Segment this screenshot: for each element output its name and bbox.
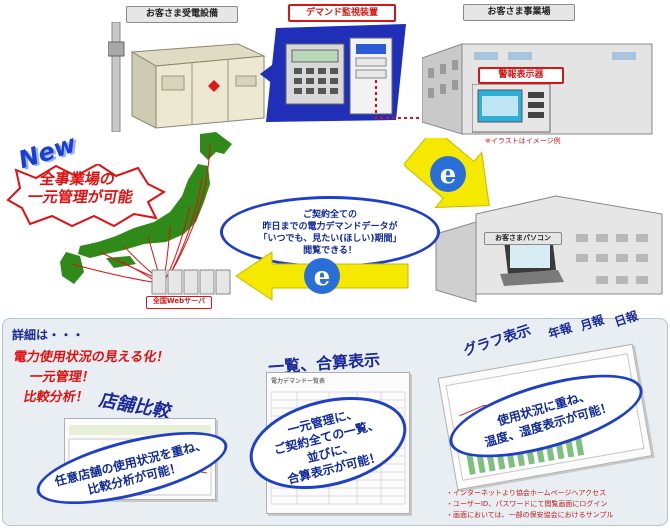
customer-pc-building xyxy=(435,195,663,303)
details-line2: 一元管理！ xyxy=(28,370,96,385)
illustration-note: ※イラストはイメージ例 xyxy=(485,137,561,145)
upload-arrow: e xyxy=(235,251,409,301)
download-arrow: e xyxy=(404,138,490,208)
alarm-display-device xyxy=(472,84,551,133)
demand-monitor-label: デマンド監視装置 xyxy=(288,4,396,22)
customer-pc-label: お客さまパソコン xyxy=(484,232,562,245)
browse-line4: 閲覧できる！ xyxy=(303,246,357,256)
footnote-3: ・画面においては、一部の保安協会におけるサンプル xyxy=(446,511,614,519)
browse-line3: 「いつでも、見たい(ほしい)期間」 xyxy=(258,234,402,244)
substation-illustration xyxy=(108,22,266,132)
new-starburst xyxy=(6,164,166,228)
list-sheet-title: 電力デマンド一覧表 xyxy=(271,378,326,385)
web-server-illustration xyxy=(151,269,231,295)
details-heading: 詳細は・・・ xyxy=(12,328,85,342)
web-server-label: 全国Webサーバ xyxy=(146,296,212,309)
business-site-label: お客さま事業場 xyxy=(463,4,575,21)
browse-line2: 昨日までの電力デマンドデータが xyxy=(262,222,398,232)
details-line1: 電力使用状況の見える化！ xyxy=(12,350,171,365)
alarm-display-label: 警報表示器 xyxy=(478,67,564,84)
japan-map xyxy=(60,132,232,284)
browse-line1: ご契約全ての xyxy=(302,210,357,220)
browse-bubble: ご契約全ての 昨日までの電力デマンドデータが 「いつでも、見たい(ほしい)期間」… xyxy=(220,196,440,268)
svg-text:e: e xyxy=(314,262,331,292)
details-line3: 比較分析！ xyxy=(22,390,90,405)
footnote-1: ・インターネットより協会ホームページへアクセス xyxy=(446,489,607,497)
svg-text:e: e xyxy=(440,160,457,190)
substation-label: お客さま受電設備 xyxy=(126,6,238,23)
demand-monitor-illustration xyxy=(260,24,406,122)
footnote-2: ・ユーザーID、パスワードにて閲覧画面にログイン xyxy=(446,500,608,508)
